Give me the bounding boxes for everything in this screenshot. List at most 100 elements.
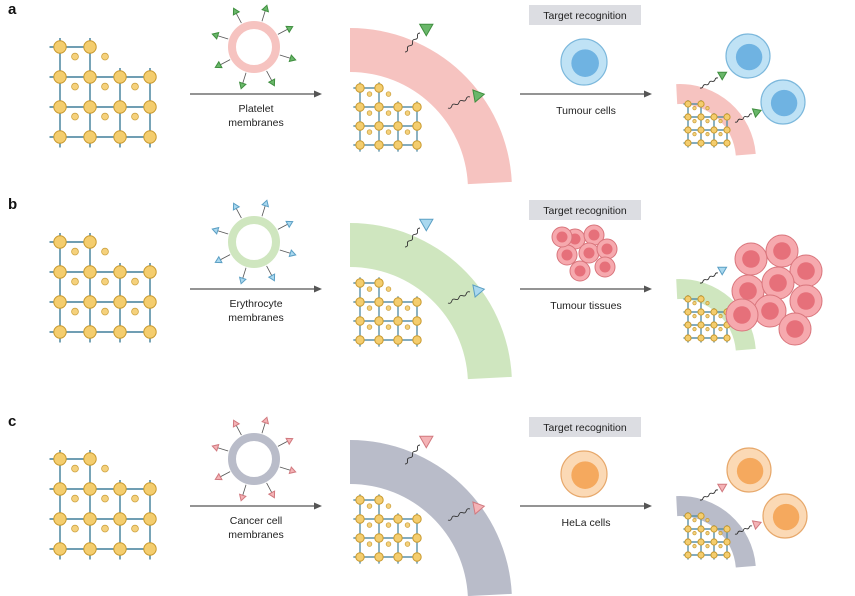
cell-nucleus [601, 243, 613, 255]
ligand-icon [214, 255, 223, 264]
ligand-icon [267, 490, 276, 499]
lattice-node [697, 100, 705, 108]
lattice-node [684, 551, 692, 559]
lattice-node [374, 121, 384, 131]
lattice-node [374, 140, 384, 150]
tether-chain [261, 10, 266, 22]
ligand-icon [267, 273, 276, 282]
tether-chain [279, 249, 291, 254]
tether-chain [699, 77, 719, 89]
lattice-node [404, 305, 411, 311]
cell-nucleus [772, 503, 800, 531]
lattice-node [83, 100, 97, 114]
lattice-node [355, 316, 365, 326]
lattice-node [705, 531, 710, 536]
ligand-icon [261, 199, 270, 208]
ligand-icon [211, 31, 220, 40]
lattice-node [684, 139, 692, 147]
lattice-node [374, 552, 384, 562]
lattice-node [385, 522, 392, 528]
badge-background [529, 5, 641, 25]
lattice-node [83, 40, 97, 54]
cell-nucleus [769, 274, 787, 292]
lattice-node [385, 91, 392, 97]
tether-chain [699, 489, 719, 501]
lattice-node [723, 113, 731, 121]
lattice-node [718, 531, 723, 536]
lattice-node [355, 102, 365, 112]
membrane-vesicle [228, 433, 280, 485]
ligand-icon [751, 520, 763, 531]
ligand-icon [472, 284, 486, 298]
lattice-node [705, 132, 710, 137]
ligand-icon [288, 249, 297, 258]
lattice-node [355, 278, 365, 288]
tether-chain [220, 471, 231, 478]
lattice-node [692, 132, 697, 137]
ligand-icon [285, 25, 294, 34]
lattice-node [366, 324, 373, 330]
lattice-node [131, 277, 139, 286]
lattice-node [404, 324, 411, 330]
cell-nucleus [773, 242, 791, 260]
lattice-node [366, 503, 373, 509]
lattice-node [684, 308, 692, 316]
lattice-node [692, 106, 697, 111]
lattice-node [404, 110, 411, 116]
lattice-node [113, 482, 127, 496]
lattice-node [374, 278, 384, 288]
bound-state [676, 33, 806, 156]
cell-nucleus [736, 457, 764, 485]
lattice-node [705, 518, 710, 523]
ligand-icon [418, 435, 434, 449]
lattice-node [412, 514, 422, 524]
lattice-node [83, 542, 97, 556]
ligand-icon [232, 202, 241, 211]
lattice-node [697, 321, 705, 329]
tether-chain [277, 28, 288, 35]
lattice-node [374, 514, 384, 524]
membrane-coating [350, 28, 512, 185]
cell-nucleus [742, 250, 760, 268]
tether-chain [404, 444, 421, 465]
lattice-node [393, 316, 403, 326]
lattice-node [131, 524, 139, 533]
lattice-node [710, 334, 718, 342]
lattice-node [374, 102, 384, 112]
ligand-icon [418, 23, 434, 37]
lattice-node [355, 335, 365, 345]
lattice-node [412, 533, 422, 543]
tether-chain [266, 482, 273, 493]
lattice-node [385, 110, 392, 116]
cell-nucleus [786, 320, 804, 338]
lattice-node [83, 482, 97, 496]
lattice-node [692, 119, 697, 124]
cell-nucleus [770, 89, 798, 117]
arrowhead-icon [314, 90, 322, 98]
lattice-node [723, 139, 731, 147]
lattice-node [385, 503, 392, 509]
lattice-node [723, 538, 731, 546]
lattice-node [692, 544, 697, 549]
lattice-node [71, 52, 79, 61]
lattice-node [83, 325, 97, 339]
lattice-node [53, 100, 67, 114]
tether-chain [220, 59, 231, 66]
tether-chain [235, 425, 242, 436]
tether-chain [235, 13, 242, 24]
lattice-node [101, 494, 109, 503]
lattice-node [412, 102, 422, 112]
lattice-node [697, 139, 705, 147]
membrane-label: Erythrocyte [229, 298, 282, 310]
lattice-node [355, 552, 365, 562]
lattice-node [101, 277, 109, 286]
arrowhead-icon [644, 90, 652, 98]
cell-nucleus [739, 282, 757, 300]
cell-nucleus [599, 261, 611, 273]
ligand-icon [211, 443, 220, 452]
tether-chain [261, 422, 266, 434]
ligand-icon [285, 437, 294, 446]
